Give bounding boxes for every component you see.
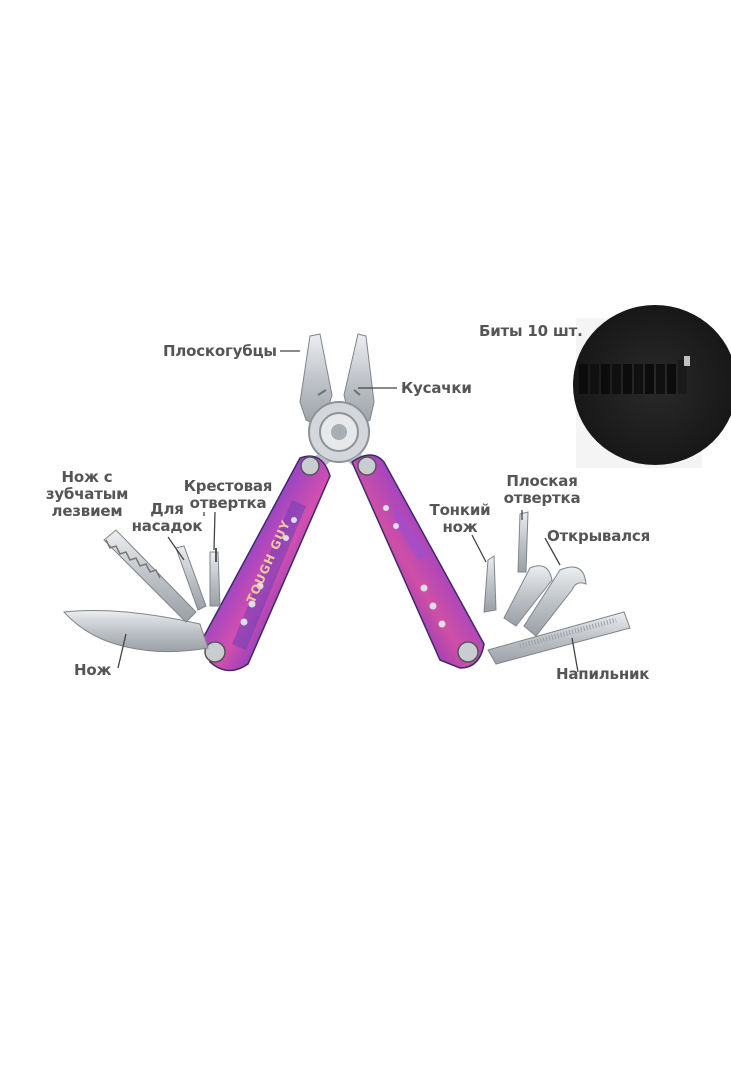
bit-row (579, 356, 690, 394)
label-flat-screwdriver: Плоская отвертка (503, 472, 581, 507)
leader-file (571, 637, 579, 673)
left-handle (201, 455, 331, 672)
right-tools (483, 511, 631, 665)
label-thin-knife: Тонкий нож (429, 501, 491, 536)
label-bits: Биты 10 шт. (479, 322, 583, 340)
leader-opener (544, 537, 561, 566)
label-bit-holder: Для насадок (131, 500, 203, 535)
leader-knife (117, 633, 127, 669)
leader-bit-holder (167, 536, 185, 561)
label-knife: Нож (74, 661, 112, 679)
label-opener: Открывался (547, 527, 651, 545)
right-handle (351, 454, 485, 669)
leader-phillips (213, 511, 216, 551)
label-pliers: Плоскогубцы (163, 342, 277, 360)
leader-thin-knife (471, 534, 487, 563)
label-phillips: Крестовая отвертка (183, 477, 273, 512)
leader-lines (117, 350, 579, 673)
label-cutters: Кусачки (401, 379, 472, 397)
bits-case (573, 305, 731, 468)
label-file: Напильник (556, 665, 650, 683)
label-serrated-knife: Нож с зубчатым лезвием (45, 468, 129, 520)
left-tools (62, 529, 221, 653)
